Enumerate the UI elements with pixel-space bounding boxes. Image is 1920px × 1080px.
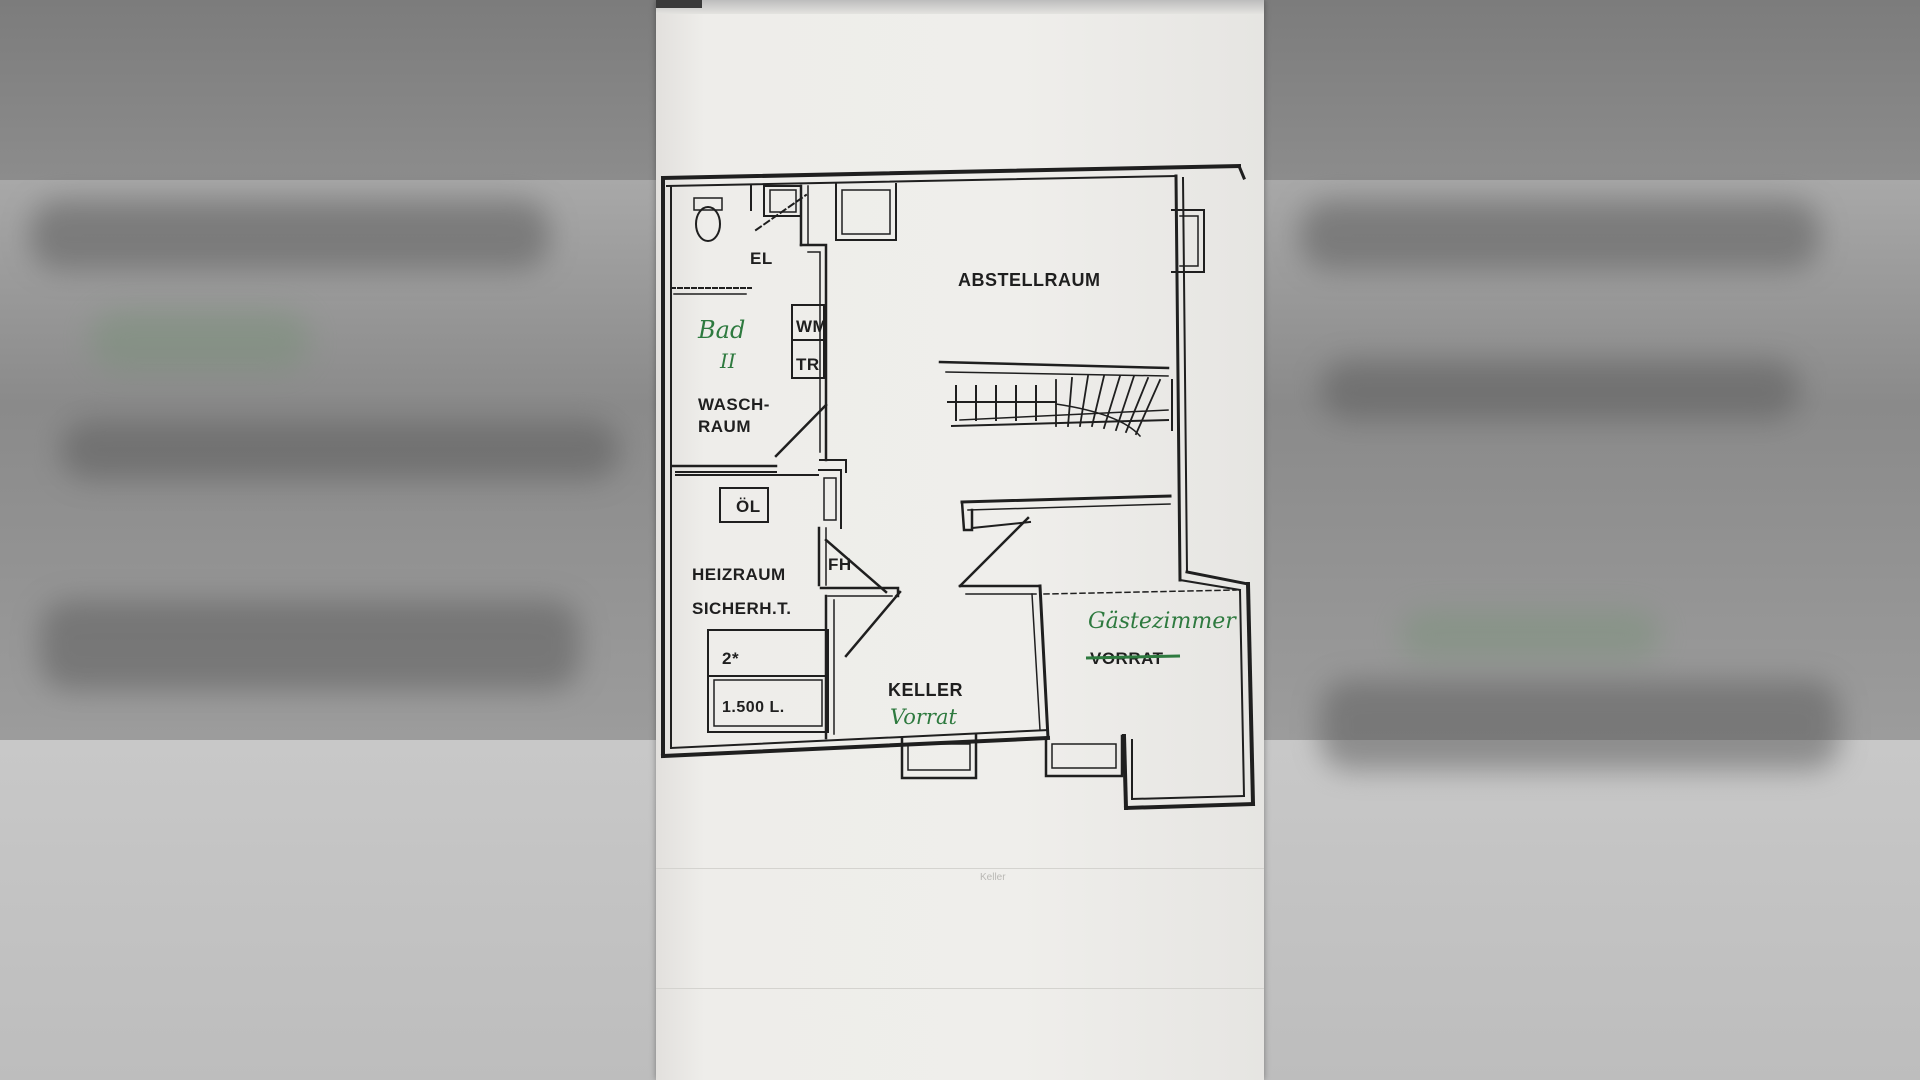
floor-plan: EL WM TR WASCH- RAUM ABSTELLRAUM ÖL FH H… xyxy=(660,163,1256,883)
label-sicherh: SICHERH.T. xyxy=(692,599,791,618)
label-abstellraum: ABSTELLRAUM xyxy=(958,270,1101,290)
label-wasch: WASCH- xyxy=(698,395,770,414)
strike-through-line xyxy=(1085,654,1181,660)
background-smudge xyxy=(40,600,580,690)
background-smudge xyxy=(1320,360,1800,420)
paper-top-edge xyxy=(656,0,1264,14)
paper-rule-line xyxy=(656,868,1264,869)
label-fh: FH xyxy=(828,555,852,574)
paper-sheet xyxy=(656,0,1264,1080)
plan-walls xyxy=(660,163,1256,811)
handwritten-bad: Bad xyxy=(697,316,745,344)
background-smudge xyxy=(30,200,550,270)
handwritten-gaestezimmer: Gästezimmer xyxy=(1088,609,1237,634)
label-raum: RAUM xyxy=(698,417,751,436)
label-heizraum: HEIZRAUM xyxy=(692,565,786,584)
background-smudge xyxy=(1300,200,1820,270)
background-smudge xyxy=(1400,610,1660,660)
plan-caption: Keller xyxy=(980,872,1006,883)
handwritten-vorrat: Vorrat xyxy=(890,705,957,729)
label-tr: TR xyxy=(796,355,820,374)
handwritten-bad-number: II xyxy=(719,349,737,373)
background-smudge xyxy=(90,310,310,370)
paper-corner-shadow xyxy=(656,0,702,8)
paper-rule-line xyxy=(656,988,1264,989)
label-keller: KELLER xyxy=(888,680,963,700)
label-el: EL xyxy=(750,249,773,268)
label-tank: 1.500 L. xyxy=(722,699,785,716)
label-oel: ÖL xyxy=(736,497,761,516)
background-smudge xyxy=(1320,680,1840,770)
background-smudge xyxy=(60,420,620,480)
label-wm: WM xyxy=(796,317,827,336)
label-2star: 2* xyxy=(722,649,739,668)
